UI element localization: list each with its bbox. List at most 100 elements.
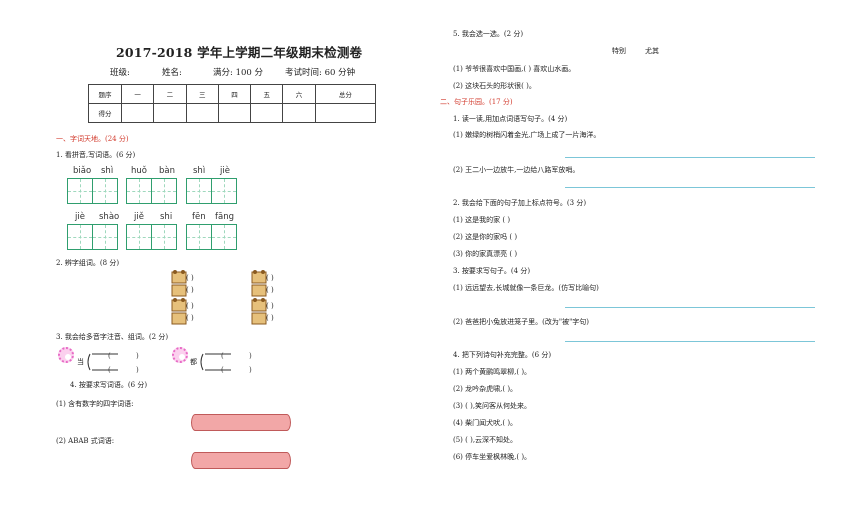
question-2: 2. 辨字组词。(8 分): [56, 259, 120, 267]
score-cell[interactable]: [282, 103, 316, 123]
score-cell[interactable]: [250, 103, 284, 123]
score-table: 题序 一 二 三 四 五 六 总分 得分: [88, 84, 377, 123]
answer-blank[interactable]: ( ): [266, 302, 274, 310]
pinyin: fāng: [215, 212, 234, 222]
sentence-q2-1: (1) 这是我的家 ( ): [453, 216, 511, 224]
flower-icon: [58, 347, 74, 363]
poem-item[interactable]: (4) 柴门闻犬吠,( )。: [453, 419, 518, 427]
pinyin: shào: [99, 212, 120, 222]
poem-item[interactable]: (1) 两个黄鹂鸣翠柳,( )。: [453, 368, 532, 376]
exam-title: 2017-2018 学年上学期二年级期末检测卷: [116, 45, 363, 60]
answer-line[interactable]: [565, 157, 815, 158]
sentence-q3-2: (2) 爸爸把小兔放进笼子里。(改为"被"字句): [453, 318, 590, 326]
sentence-q3-1: (1) 远远望去,长城就像一条巨龙。(仿写比喻句): [453, 284, 599, 292]
poem-item[interactable]: (5) ( ),云深不知处。: [453, 436, 518, 444]
answer-blank[interactable]: ( ): [186, 314, 194, 322]
svg-text:): ): [136, 352, 139, 360]
section-1-heading: 一、字词天地。(24 分): [56, 135, 129, 143]
pinyin: shì: [101, 166, 114, 176]
question-4: 4. 按要求写词语。(6 分): [70, 381, 148, 389]
bracket-icon: () (): [87, 352, 139, 373]
question-5-2: (2) 这块石头的形状很( )。: [453, 82, 536, 90]
pinyin: fēn: [192, 212, 206, 222]
full-score-label: 满分: 100 分: [213, 68, 263, 78]
class-label: 班级:: [110, 68, 130, 78]
sentence-q2-3: (3) 你的家真漂亮 ( ): [453, 250, 518, 258]
question-4-2: (2) ABAB 式词语:: [56, 437, 115, 445]
bear-icon: [170, 298, 188, 325]
answer-blank[interactable]: ( ): [266, 274, 274, 282]
table-cell: 题序: [88, 84, 122, 104]
svg-text:(: (: [108, 352, 111, 360]
table-cell: 六: [282, 84, 316, 104]
svg-text:): ): [249, 366, 252, 373]
pinyin: shi: [160, 212, 173, 222]
question-3: 3. 我会给多音字注音、组词。(2 分): [56, 333, 169, 341]
table-cell: 总分: [314, 84, 377, 104]
answer-ribbon[interactable]: [191, 452, 291, 469]
sentence-q1-2: (2) 王二小一边放牛,一边给八路军放哨。: [453, 166, 580, 174]
pinyin: bàn: [159, 166, 175, 176]
writing-grid[interactable]: [126, 224, 177, 250]
question-5-1: (1) 爷爷很喜欢中国画,( ) 喜欢山水画。: [453, 65, 576, 73]
bear-icon: [250, 298, 268, 325]
pinyin: jiè: [75, 212, 85, 222]
answer-blank[interactable]: ( ): [186, 286, 194, 294]
table-cell: 三: [185, 84, 219, 104]
answer-blank[interactable]: ( ): [266, 286, 274, 294]
question-4-1: (1) 含有数字的四字词语:: [56, 400, 134, 408]
answer-blank[interactable]: ( ): [186, 274, 194, 282]
poem-item[interactable]: (3) ( ),笑问客从何处来。: [453, 402, 532, 410]
svg-text:(: (: [221, 366, 224, 373]
writing-grid[interactable]: [186, 178, 237, 204]
score-cell[interactable]: [314, 103, 377, 123]
polyphone-char: 都: [190, 358, 197, 366]
answer-blank[interactable]: ( ): [186, 302, 194, 310]
score-cell[interactable]: [185, 103, 219, 123]
bear-icon: [250, 270, 268, 297]
writing-grid[interactable]: [126, 178, 177, 204]
score-cell[interactable]: [217, 103, 252, 123]
answer-ribbon[interactable]: [191, 414, 291, 431]
bear-icon: [170, 270, 188, 297]
pinyin: jiè: [220, 166, 230, 176]
score-table-header: 题序 一 二 三 四 五 六 总分: [88, 84, 377, 104]
sentence-q2-2: (2) 这是你的家吗 ( ): [453, 233, 518, 241]
score-table-row: 得分: [88, 103, 377, 123]
sentence-q2: 2. 我会给下面的句子加上标点符号。(3 分): [453, 199, 587, 207]
table-cell: 得分: [88, 103, 122, 123]
answer-line[interactable]: [565, 341, 815, 342]
table-cell: 一: [120, 84, 155, 104]
svg-text:): ): [249, 352, 252, 360]
score-cell[interactable]: [153, 103, 187, 123]
poem-question: 4. 把下列诗句补充完整。(6 分): [453, 351, 552, 359]
name-label: 姓名:: [162, 68, 182, 78]
answer-blank[interactable]: ( ): [266, 314, 274, 322]
pinyin: huǒ: [131, 166, 147, 176]
question-1: 1. 看拼音,写词语。(6 分): [56, 151, 136, 159]
sentence-q1-1: (1) 嫩绿的树梢闪着金光,广场上成了一片海洋。: [453, 131, 601, 139]
option-word: 尤其: [645, 47, 659, 55]
svg-text:(: (: [108, 366, 111, 373]
table-cell: 四: [217, 84, 252, 104]
flower-icon: [172, 347, 188, 363]
sentence-q3: 3. 按要求写句子。(4 分): [453, 267, 531, 275]
writing-grid[interactable]: [67, 224, 118, 250]
writing-grid[interactable]: [186, 224, 237, 250]
answer-line[interactable]: [565, 307, 815, 308]
bracket-icon: () (): [200, 352, 252, 373]
question-5: 5. 我会选一选。(2 分): [453, 30, 524, 38]
answer-line[interactable]: [565, 187, 815, 188]
poem-item[interactable]: (6) 停车坐爱枫林晚,( )。: [453, 453, 532, 461]
pinyin: shì: [193, 166, 206, 176]
pinyin: jiě: [134, 212, 144, 222]
poem-item[interactable]: (2) 龙吟杂虎啸,( )。: [453, 385, 518, 393]
table-cell: 五: [250, 84, 284, 104]
polyphone-char: 当: [77, 358, 84, 366]
option-word: 特别: [612, 47, 626, 55]
writing-grid[interactable]: [67, 178, 118, 204]
svg-text:(: (: [221, 352, 224, 360]
score-cell[interactable]: [120, 103, 155, 123]
table-cell: 二: [153, 84, 187, 104]
svg-text:): ): [136, 366, 139, 373]
